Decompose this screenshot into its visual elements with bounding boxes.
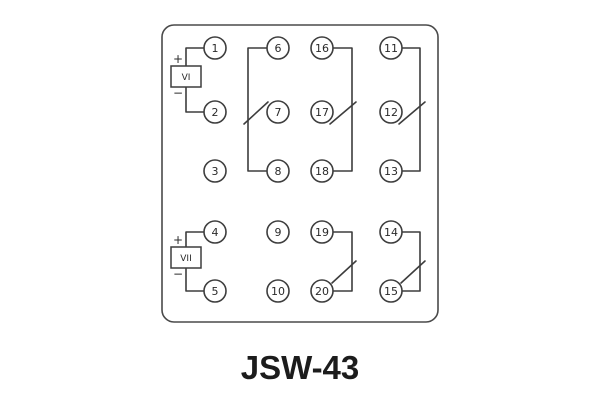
terminal-19-circle: [310, 220, 334, 244]
terminal-12-number: 12: [384, 106, 398, 119]
terminal-2: 2: [203, 100, 227, 124]
terminal-13-number: 13: [384, 165, 398, 178]
terminal-6-circle: [266, 36, 290, 60]
terminal-17-number: 17: [315, 106, 329, 119]
terminal-1-circle: [203, 36, 227, 60]
coil-1: VI + −: [170, 52, 202, 100]
wire-bracket-16-18: [332, 47, 353, 172]
terminal-12: 12: [379, 100, 403, 124]
terminal-1: 1: [203, 36, 227, 60]
terminal-16: 16: [310, 36, 334, 60]
model-title: JSW-43: [241, 349, 360, 386]
terminal-17-circle: [310, 100, 334, 124]
wire-coil1-to-terminal1: [185, 47, 205, 67]
wire-bracket-11-13: [401, 47, 421, 172]
terminal-3-circle: [203, 159, 227, 183]
terminal-15: 15: [379, 279, 403, 303]
terminal-5-circle: [203, 279, 227, 303]
terminal-8: 8: [266, 159, 290, 183]
terminal-7-circle: [266, 100, 290, 124]
terminal-14: 14: [379, 220, 403, 244]
wire-coil2-to-terminal4: [185, 231, 205, 248]
contact-slant-7: [243, 101, 269, 125]
terminal-16-circle: [310, 36, 334, 60]
terminal-2-circle: [203, 100, 227, 124]
contact-slant-15: [400, 260, 426, 284]
wire-bracket-19-20: [332, 231, 353, 292]
terminal-8-number: 8: [275, 165, 282, 178]
coil-1-label: VI: [182, 73, 191, 83]
coil-2-label: VII: [180, 254, 191, 264]
terminal-18-circle: [310, 159, 334, 183]
terminal-20: 20: [310, 279, 334, 303]
coil-2-box: [170, 246, 202, 269]
terminal-18-number: 18: [315, 165, 329, 178]
terminal-4-number: 4: [212, 226, 219, 239]
wire-bracket-14-15: [401, 231, 421, 292]
wire-coil2-to-terminal5: [185, 267, 205, 292]
terminal-4: 4: [203, 220, 227, 244]
terminal-10-circle: [266, 279, 290, 303]
terminal-11: 11: [379, 36, 403, 60]
terminal-11-circle: [379, 36, 403, 60]
coil-2: VII + −: [170, 233, 202, 281]
terminal-13: 13: [379, 159, 403, 183]
relay-outline: [161, 24, 439, 323]
terminal-4-circle: [203, 220, 227, 244]
terminal-6-number: 6: [275, 42, 282, 55]
wire-bracket-6-8: [247, 47, 268, 172]
terminal-1-number: 1: [212, 42, 219, 55]
terminal-7: 7: [266, 100, 290, 124]
terminal-8-circle: [266, 159, 290, 183]
contact-slant-12: [398, 101, 426, 125]
terminal-9: 9: [266, 220, 290, 244]
terminal-19: 19: [310, 220, 334, 244]
terminal-14-number: 14: [384, 226, 398, 239]
terminal-14-circle: [379, 220, 403, 244]
terminal-18: 18: [310, 159, 334, 183]
terminal-17: 17: [310, 100, 334, 124]
terminal-15-number: 15: [384, 285, 398, 298]
terminal-11-number: 11: [384, 42, 398, 55]
terminal-20-number: 20: [315, 285, 329, 298]
terminal-10-number: 10: [271, 285, 285, 298]
terminal-5-number: 5: [212, 285, 219, 298]
coil-1-box: [170, 65, 202, 88]
terminal-15-circle: [379, 279, 403, 303]
terminal-3: 3: [203, 159, 227, 183]
terminal-13-circle: [379, 159, 403, 183]
terminal-9-number: 9: [275, 226, 282, 239]
terminal-7-number: 7: [275, 106, 282, 119]
terminal-2-number: 2: [212, 106, 219, 119]
contact-slant-20: [331, 260, 357, 284]
wire-coil1-to-terminal2: [185, 86, 205, 113]
terminal-19-number: 19: [315, 226, 329, 239]
terminal-10: 10: [266, 279, 290, 303]
contact-slant-17: [329, 101, 357, 125]
coil-2-minus-sign: −: [173, 267, 183, 281]
terminal-16-number: 16: [315, 42, 329, 55]
terminal-20-circle: [310, 279, 334, 303]
terminal-6: 6: [266, 36, 290, 60]
terminal-3-number: 3: [212, 165, 219, 178]
terminal-5: 5: [203, 279, 227, 303]
terminal-9-circle: [266, 220, 290, 244]
coil-1-plus-sign: +: [173, 52, 183, 66]
coil-1-minus-sign: −: [173, 86, 183, 100]
terminal-12-circle: [379, 100, 403, 124]
coil-2-plus-sign: +: [173, 233, 183, 247]
